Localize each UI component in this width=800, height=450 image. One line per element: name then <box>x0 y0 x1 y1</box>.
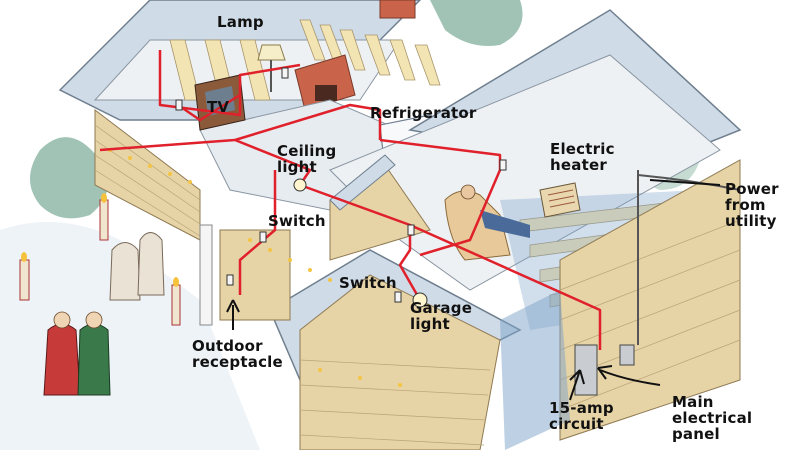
label-ceiling-light: Ceiling light <box>277 142 337 176</box>
callout-arrows <box>226 179 721 401</box>
label-refrigerator: Refrigerator <box>370 104 477 122</box>
garage-opening <box>500 290 570 450</box>
label-main-electrical-panel: Main electrical panel <box>672 393 753 443</box>
label-15-amp-circuit: 15-amp circuit <box>549 399 614 433</box>
main-electrical-panel <box>574 344 635 396</box>
label-lamp: Lamp <box>217 13 264 31</box>
yard-decorations <box>19 193 181 396</box>
outlets-and-switches <box>175 67 507 308</box>
label-tv: TV <box>207 98 230 116</box>
label-switch-upper: Switch <box>268 212 326 230</box>
electric-heater <box>539 182 581 218</box>
label-outdoor-receptacle: Outdoor receptacle <box>192 337 283 371</box>
label-switch-lower: Switch <box>339 274 397 292</box>
lamp <box>257 44 286 92</box>
fireplace <box>294 0 416 111</box>
string-lights <box>108 148 402 387</box>
center-gable <box>329 154 431 261</box>
utility-mast <box>637 170 741 345</box>
label-garage-light: Garage light <box>410 299 473 333</box>
front-gable <box>199 224 522 450</box>
label-electric-heater: Electric heater <box>550 140 615 174</box>
label-power-from-utility: Power from utility <box>725 180 779 230</box>
